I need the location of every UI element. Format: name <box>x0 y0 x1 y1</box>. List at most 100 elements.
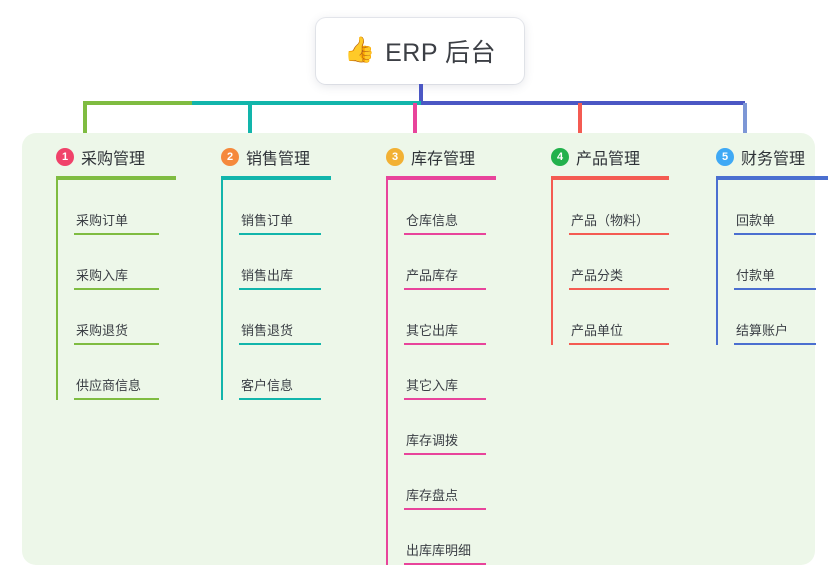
menu-item-underline <box>404 508 486 510</box>
menu-item-label: 产品单位 <box>571 323 624 338</box>
module-underline-1 <box>56 176 176 180</box>
menu-item-label: 其它入库 <box>406 378 459 393</box>
bus-segment-1 <box>83 101 192 105</box>
menu-item[interactable]: 采购入库 <box>56 235 188 290</box>
trunk-connector <box>419 84 423 103</box>
menu-item-label: 采购退货 <box>76 323 129 338</box>
module-badge-5: 5 <box>716 148 734 166</box>
menu-item-label: 其它出库 <box>406 323 459 338</box>
menu-item[interactable]: 其它入库 <box>386 345 518 400</box>
menu-item-underline <box>404 453 486 455</box>
module-items-2: 销售订单销售出库销售退货客户信息 <box>203 180 353 400</box>
module-badge-4: 4 <box>551 148 569 166</box>
menu-item-underline <box>404 343 486 345</box>
menu-item[interactable]: 产品分类 <box>551 235 693 290</box>
menu-item-underline <box>239 233 321 235</box>
menu-item-underline <box>734 343 816 345</box>
module-header-2[interactable]: 2 销售管理 <box>203 145 353 169</box>
menu-item[interactable]: 产品库存 <box>386 235 518 290</box>
menu-item-underline <box>404 288 486 290</box>
menu-item[interactable]: 库存盘点 <box>386 455 518 510</box>
root-node-title: ERP 后台 <box>385 39 497 67</box>
menu-item[interactable]: 回款单 <box>716 180 839 235</box>
drop-connector-4 <box>578 103 582 135</box>
module-underline-5 <box>716 176 828 180</box>
menu-item-label: 付款单 <box>736 268 776 283</box>
menu-item[interactable]: 产品（物料） <box>551 180 693 235</box>
module-header-1[interactable]: 1 采购管理 <box>38 145 188 169</box>
menu-item-label: 销售订单 <box>241 213 294 228</box>
menu-item[interactable]: 出库库明细 <box>386 510 518 565</box>
module-items-1: 采购订单采购入库采购退货供应商信息 <box>38 180 188 400</box>
menu-item-label: 客户信息 <box>241 378 294 393</box>
menu-item[interactable]: 产品单位 <box>551 290 693 345</box>
module-spine-3 <box>386 180 388 565</box>
module-spine-4 <box>551 180 553 345</box>
menu-item-label: 采购订单 <box>76 213 129 228</box>
menu-item-underline <box>569 343 669 345</box>
drop-connector-2 <box>248 103 252 135</box>
menu-item-underline <box>404 398 486 400</box>
module-items-3: 仓库信息产品库存其它出库其它入库库存调拨库存盘点出库库明细 <box>368 180 518 565</box>
bus-segment-3 <box>421 101 745 105</box>
menu-item-underline <box>404 233 486 235</box>
menu-item-label: 库存盘点 <box>406 488 459 503</box>
module-underline-3 <box>386 176 496 180</box>
root-node-card[interactable]: 👍 ERP 后台 <box>316 18 524 84</box>
menu-item-label: 仓库信息 <box>406 213 459 228</box>
menu-item-label: 结算账户 <box>736 323 789 338</box>
module-column-4: 4 产品管理产品（物料） 产品分类产品单位 <box>533 145 693 345</box>
menu-item[interactable]: 销售出库 <box>221 235 353 290</box>
module-underline-4 <box>551 176 669 180</box>
menu-item-label: 产品分类 <box>571 268 624 283</box>
module-column-1: 1 采购管理采购订单采购入库采购退货供应商信息 <box>38 145 188 400</box>
bus-segment-2 <box>192 101 421 105</box>
menu-item[interactable]: 付款单 <box>716 235 839 290</box>
menu-item-underline <box>74 343 159 345</box>
drop-connector-3 <box>413 103 417 135</box>
menu-item-label: 销售退货 <box>241 323 294 338</box>
module-underline-2 <box>221 176 331 180</box>
module-column-2: 2 销售管理销售订单销售出库销售退货客户信息 <box>203 145 353 400</box>
menu-item-label: 销售出库 <box>241 268 294 283</box>
menu-item-underline <box>239 343 321 345</box>
menu-item-underline <box>239 288 321 290</box>
module-header-4[interactable]: 4 产品管理 <box>533 145 693 169</box>
module-title-1: 采购管理 <box>81 151 146 168</box>
module-badge-1: 1 <box>56 148 74 166</box>
menu-item-underline <box>239 398 321 400</box>
menu-item-underline <box>569 288 669 290</box>
module-items-5: 回款单付款单结算账户 <box>698 180 839 345</box>
module-badge-2: 2 <box>221 148 239 166</box>
menu-item-underline <box>74 233 159 235</box>
menu-item[interactable]: 销售退货 <box>221 290 353 345</box>
menu-item-underline <box>74 288 159 290</box>
menu-item[interactable]: 其它出库 <box>386 290 518 345</box>
menu-item-label: 回款单 <box>736 213 776 228</box>
menu-item[interactable]: 客户信息 <box>221 345 353 400</box>
menu-item[interactable]: 销售订单 <box>221 180 353 235</box>
menu-item[interactable]: 采购退货 <box>56 290 188 345</box>
module-spine-1 <box>56 180 58 400</box>
menu-item-underline <box>404 563 486 565</box>
menu-item-label: 供应商信息 <box>76 378 142 393</box>
menu-item-underline <box>569 233 669 235</box>
menu-item[interactable]: 供应商信息 <box>56 345 188 400</box>
module-title-3: 库存管理 <box>411 151 476 168</box>
menu-item-label: 采购入库 <box>76 268 129 283</box>
module-title-4: 产品管理 <box>576 151 641 168</box>
menu-item[interactable]: 采购订单 <box>56 180 188 235</box>
menu-item[interactable]: 库存调拨 <box>386 400 518 455</box>
menu-item[interactable]: 仓库信息 <box>386 180 518 235</box>
module-spine-5 <box>716 180 718 345</box>
module-title-2: 销售管理 <box>246 151 311 168</box>
drop-connector-1 <box>83 103 87 135</box>
menu-item[interactable]: 结算账户 <box>716 290 839 345</box>
thumbs-up-icon: 👍 <box>343 35 376 64</box>
menu-item-underline <box>74 398 159 400</box>
menu-item-underline <box>734 233 816 235</box>
